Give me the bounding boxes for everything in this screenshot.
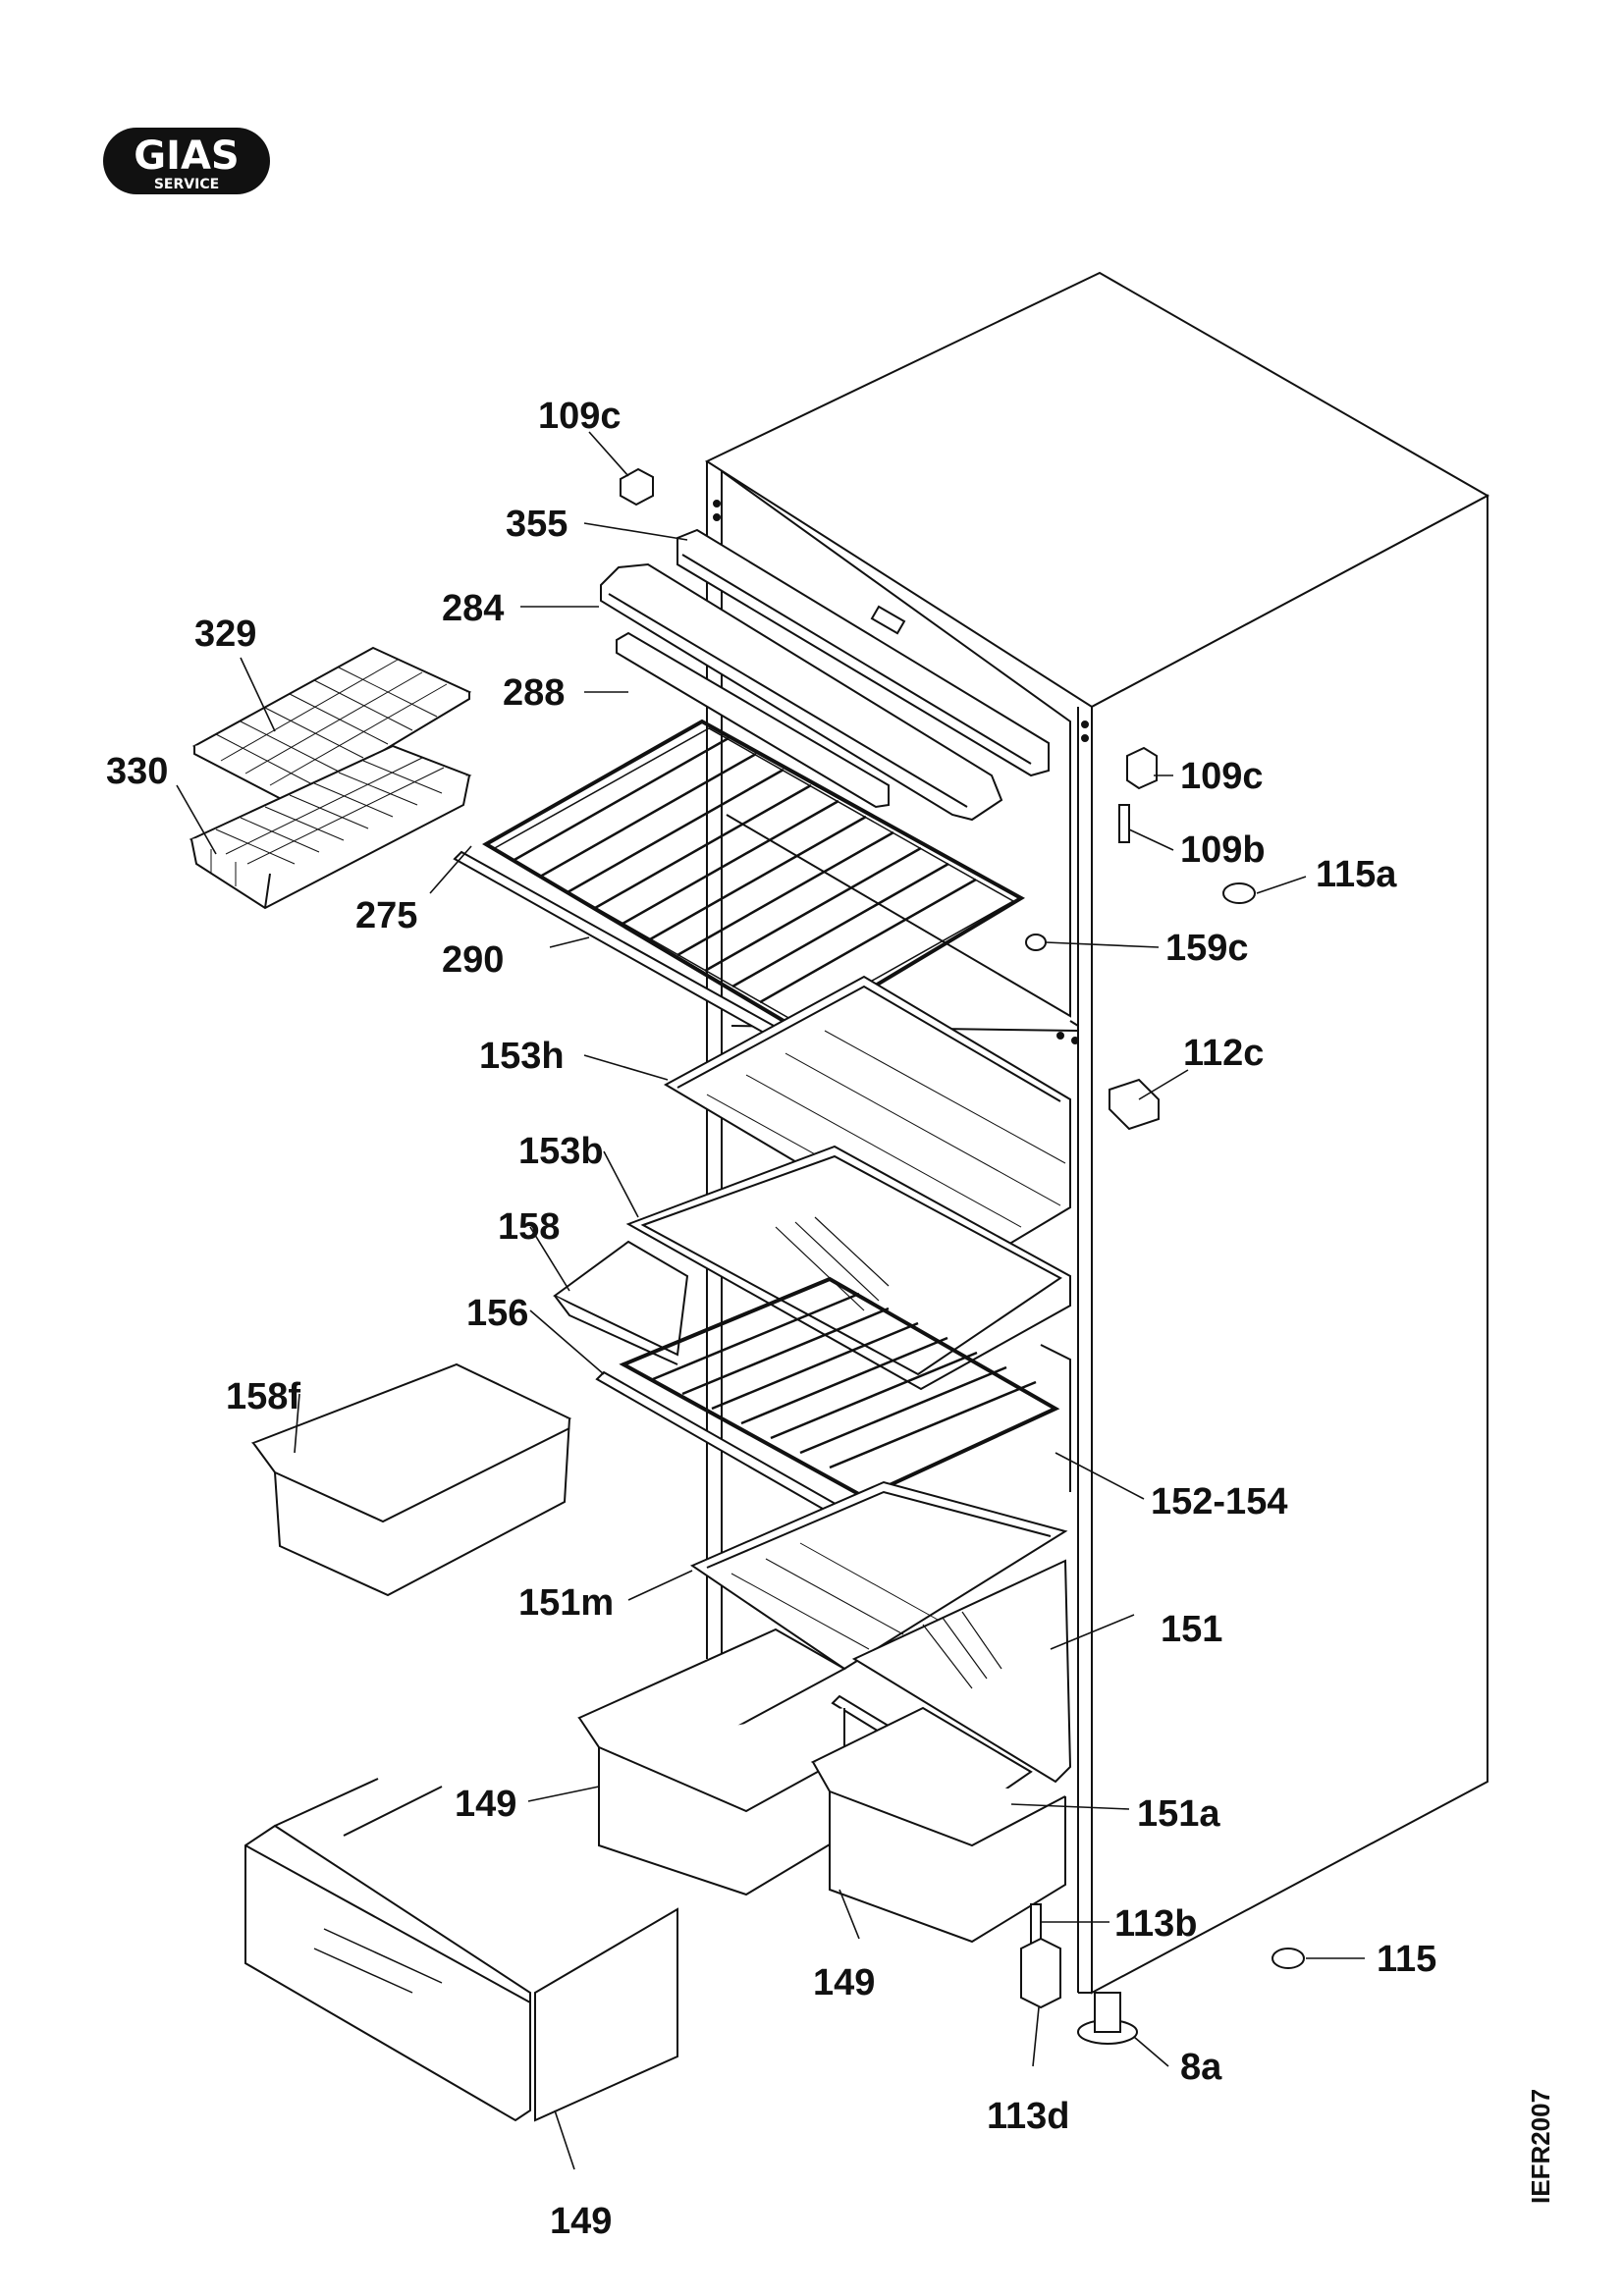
label-109c-right: 109c [1180,756,1264,797]
label-115a: 115a [1316,854,1397,895]
fridge-wire-shelf [619,1276,1071,1500]
label-330: 330 [106,751,168,792]
label-151m: 151m [518,1582,614,1624]
label-113d: 113d [987,2096,1070,2137]
label-275: 275 [355,895,417,936]
evaporator-cover-parts [600,528,1050,822]
label-290: 290 [442,939,504,981]
vegetable-drawer-front [244,1778,678,2122]
label-156: 156 [466,1293,528,1334]
small-hardware-parts [620,467,1305,2045]
label-149-bottom: 149 [550,2201,612,2242]
label-158f: 158f [226,1376,300,1417]
label-284: 284 [442,588,504,629]
ice-tray [189,744,472,910]
logo-tagline: SERVICE [154,177,219,192]
leader-lines [176,431,1365,2170]
label-115: 115 [1377,1939,1436,1980]
shelf-153h [663,975,1071,1268]
label-113b: 113b [1114,1903,1198,1945]
freezer-shelf-front-bar [453,850,802,1052]
label-8a: 8a [1180,2047,1222,2088]
shelf-front-trim-158 [553,1240,689,1365]
logo-brand: GIAS [134,133,239,179]
crisper-glass-151 [851,1559,1072,1784]
label-158: 158 [498,1206,560,1248]
crisper-drawer-right [810,1706,1066,1944]
crisper-cover-151m [689,1480,1068,1671]
crisper-drawer-left [577,1628,847,1896]
label-153h: 153h [479,1036,565,1077]
label-151: 151 [1161,1609,1222,1650]
label-149-low: 149 [813,1962,875,2003]
label-159c: 159c [1165,928,1249,969]
drawing-code: IEFR2007 [1526,2089,1555,2204]
label-149-mid: 149 [455,1784,516,1825]
freezer-drawer-158f [250,1362,572,1597]
part-labels: 109c 355 284 329 288 330 275 290 109c 10… [106,396,1436,2242]
glass-shelf-153b [625,1145,1071,1391]
gias-service-logo: GIAS SERVICE [103,128,270,194]
label-109c-top: 109c [538,396,622,437]
label-355: 355 [506,504,568,545]
freezer-wire-shelf [482,719,1026,1034]
ice-tray-lid [191,646,472,807]
label-153b: 153b [518,1131,604,1172]
label-112c: 112c [1183,1033,1264,1074]
label-329: 329 [194,614,256,655]
label-151a: 151a [1137,1793,1220,1835]
label-109b: 109b [1180,829,1266,871]
label-152-154: 152-154 [1151,1481,1287,1522]
label-288: 288 [503,672,565,714]
